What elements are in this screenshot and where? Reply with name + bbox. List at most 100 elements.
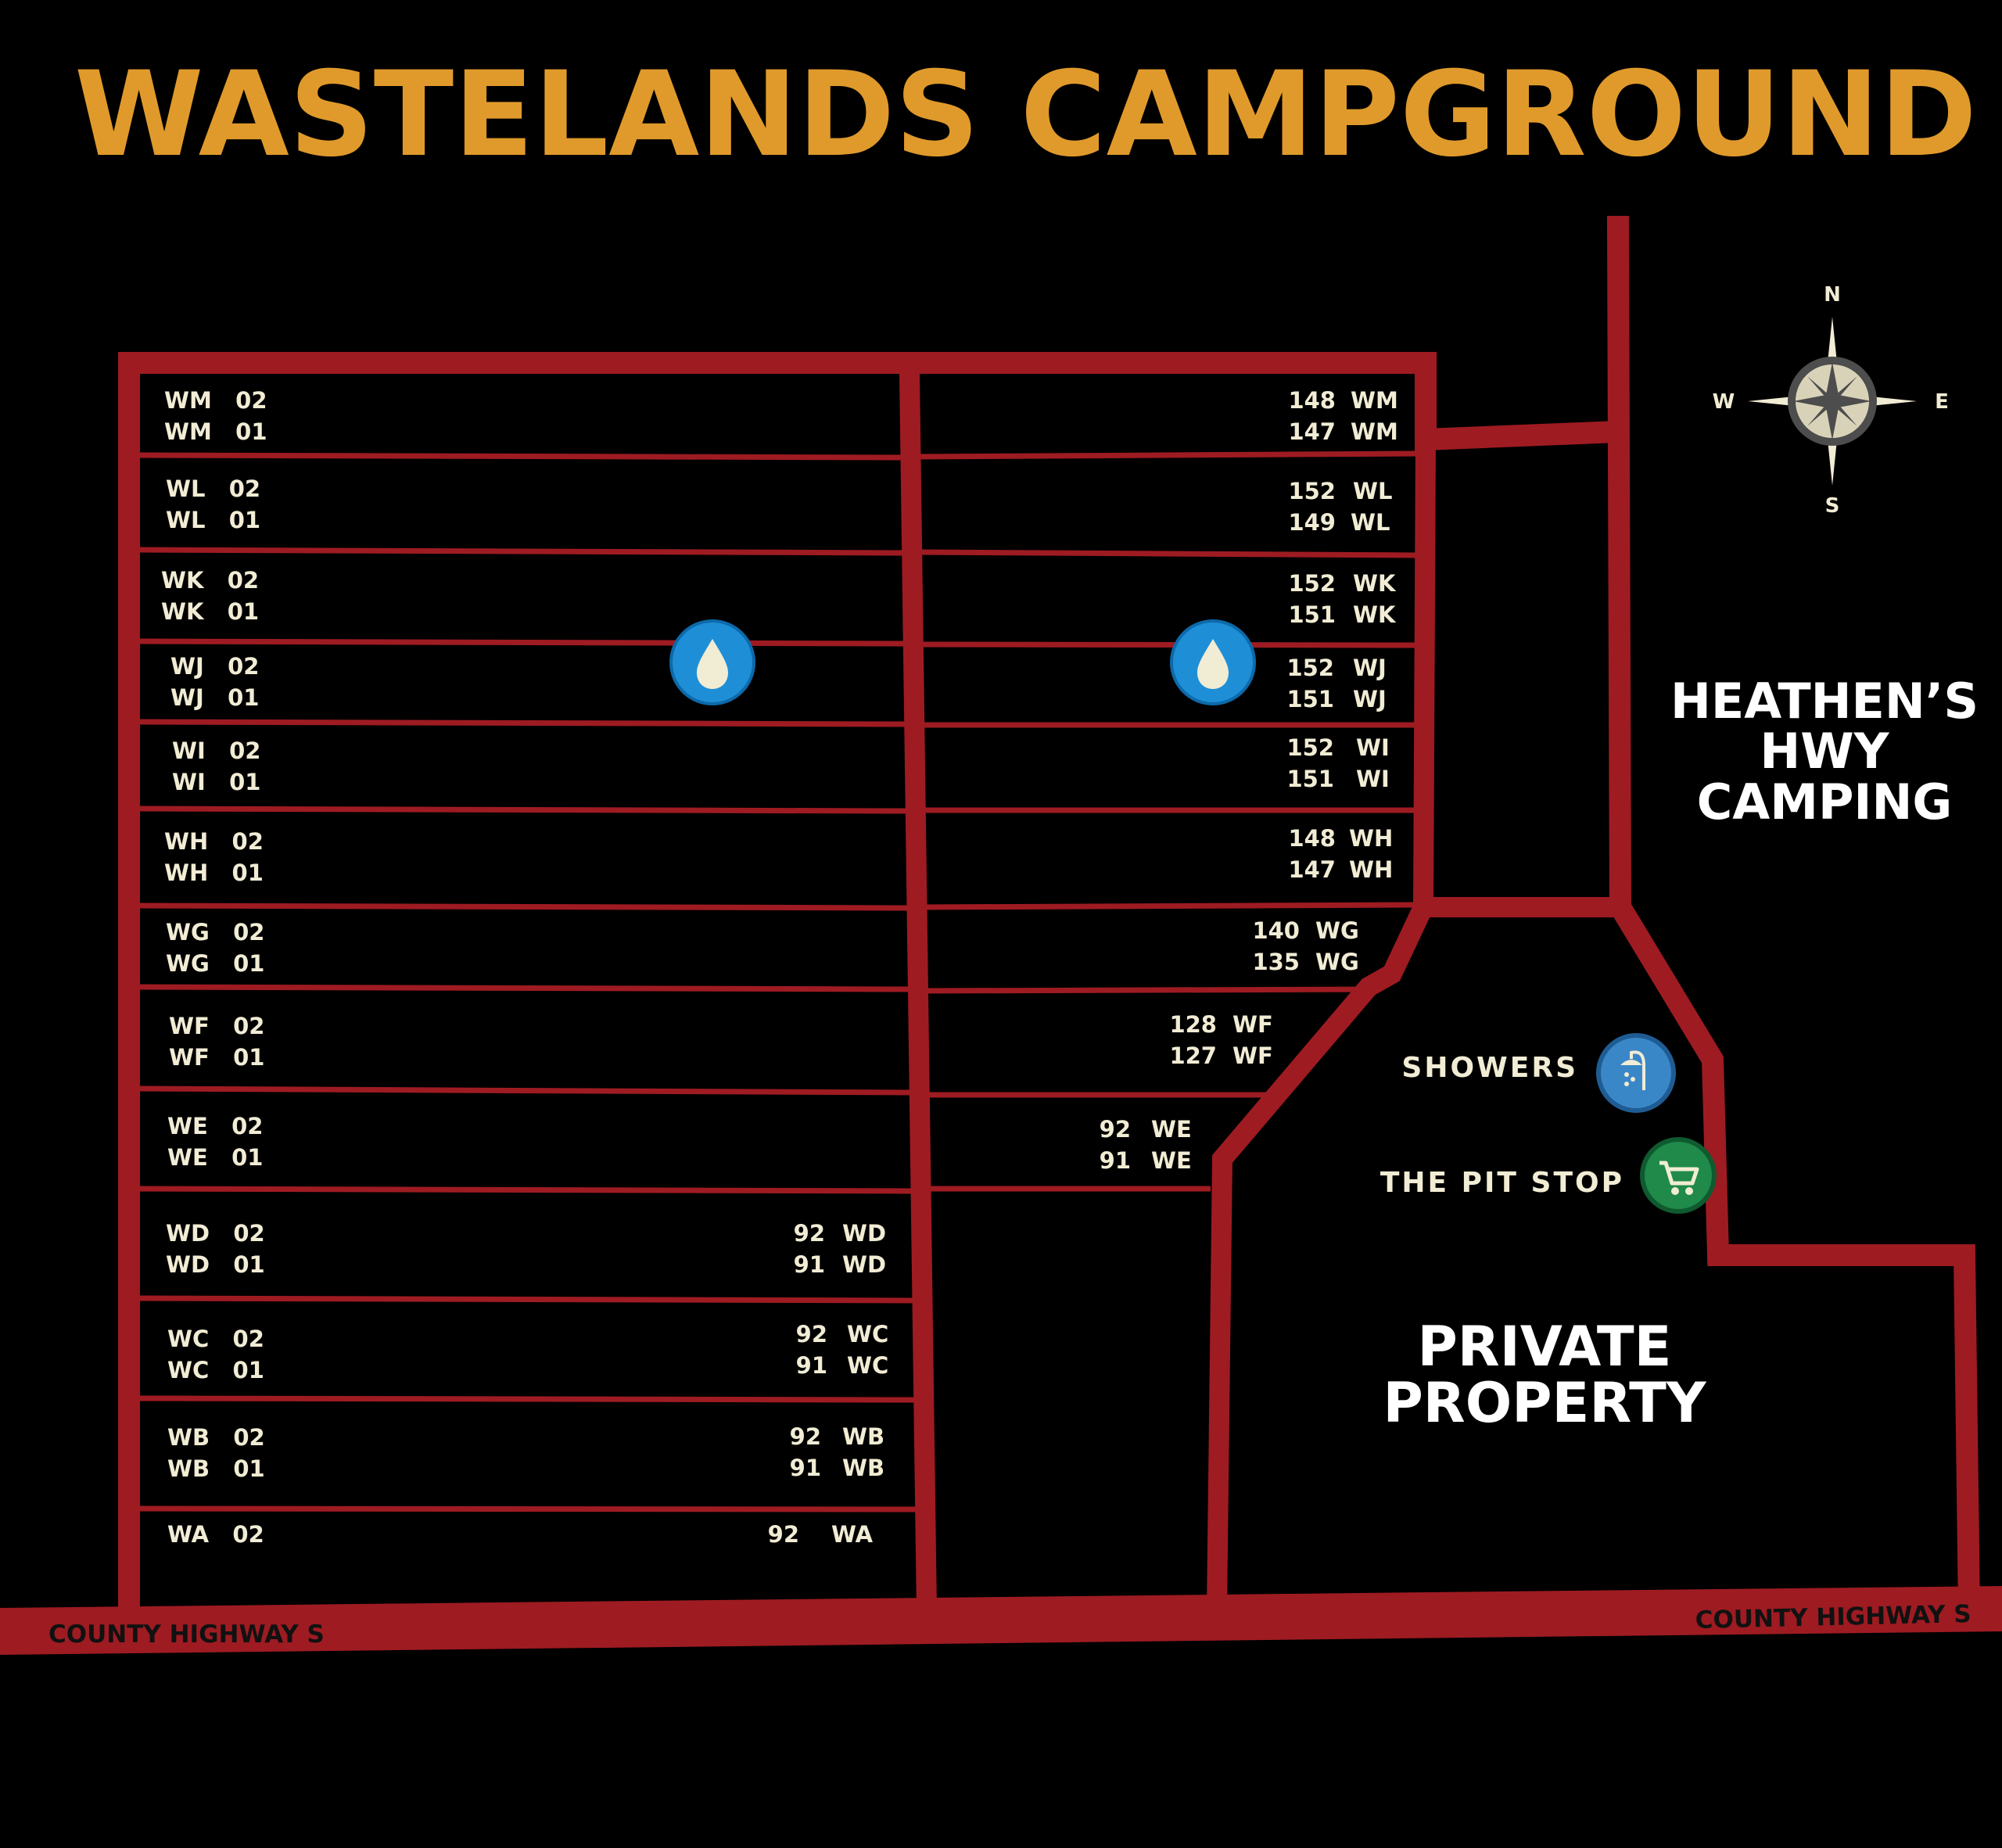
- site-code: WK: [1353, 601, 1397, 628]
- site-number: 92: [794, 1220, 825, 1247]
- road-network: [0, 215, 2002, 1655]
- site-label: WE 01: [167, 1144, 263, 1171]
- site-code: WG: [1315, 917, 1359, 944]
- private-property-label: PRIVATE PROPERTY: [1383, 1315, 1706, 1435]
- site-code: WF: [1232, 1042, 1273, 1069]
- site-code: WA: [831, 1521, 874, 1548]
- road-middle: [899, 363, 938, 1622]
- water-drop-icon[interactable]: [1170, 619, 1256, 705]
- site-number: 152: [1286, 655, 1334, 681]
- site-code: WF: [1232, 1011, 1273, 1038]
- site-label: WB 02: [167, 1424, 265, 1451]
- site-number: 92: [768, 1521, 799, 1548]
- site-code: WI: [1356, 766, 1390, 792]
- site-label: WG 01: [166, 950, 264, 977]
- site-label: WJ 01: [170, 684, 259, 711]
- site-code: WB: [842, 1423, 884, 1450]
- divider-line: [136, 984, 911, 992]
- lot-dividers-west: [136, 452, 917, 1512]
- county-highway: [0, 1586, 2002, 1655]
- shower-icon[interactable]: [1596, 1033, 1676, 1113]
- site-label: WL 01: [166, 507, 260, 533]
- site-code: WC: [847, 1352, 888, 1379]
- site-number: 128: [1169, 1011, 1217, 1038]
- site-number: 147: [1288, 418, 1336, 445]
- site-label: WK 02: [161, 567, 259, 594]
- divider-line: [916, 549, 1416, 558]
- site-number: 91: [790, 1455, 821, 1481]
- compass-s: S: [1825, 494, 1840, 518]
- divider-line: [136, 452, 904, 461]
- site-label: WI 01: [172, 769, 260, 795]
- site-code: WK: [1353, 570, 1397, 597]
- compass-w: W: [1713, 390, 1735, 414]
- highway-label-right: COUNTY HIGHWAY S: [1695, 1600, 1972, 1634]
- site-label: WH 01: [164, 859, 264, 886]
- divider-line: [136, 1085, 913, 1096]
- site-number: 91: [796, 1352, 827, 1379]
- site-code: WI: [1356, 734, 1390, 761]
- site-label: WA 02: [167, 1521, 264, 1548]
- site-number: 92: [1100, 1116, 1131, 1143]
- site-label: WH 02: [164, 828, 264, 855]
- site-label: WC 02: [167, 1326, 264, 1352]
- site-label: WI 02: [172, 737, 260, 764]
- road-inner-east: [1206, 429, 1437, 1622]
- site-number: 151: [1286, 686, 1334, 712]
- water-drop-icon[interactable]: [669, 619, 755, 705]
- compass-n: N: [1824, 283, 1841, 307]
- east-site-labels: 148 WM 147 WM 152 WL 149 WL 152 WK 151 W…: [1100, 387, 1398, 1174]
- site-code: WL: [1353, 478, 1392, 504]
- divider-line: [916, 450, 1416, 460]
- site-code: WM: [1351, 387, 1398, 414]
- site-number: 135: [1252, 949, 1300, 975]
- site-number: 91: [1100, 1147, 1131, 1174]
- site-number: 152: [1288, 478, 1336, 504]
- area-label-line: CAMPING: [1697, 773, 1952, 831]
- site-number: 127: [1169, 1042, 1217, 1069]
- site-code: WL: [1351, 509, 1390, 536]
- divider-line: [136, 902, 910, 911]
- heathens-area-label: HEATHEN’S HWY CAMPING: [1670, 673, 1979, 831]
- site-label: WM 02: [164, 387, 267, 414]
- divider-line: [917, 641, 1416, 648]
- divider-line: [136, 719, 907, 727]
- site-code: WD: [842, 1251, 886, 1278]
- road-east: [1606, 215, 1981, 1623]
- site-number: 91: [794, 1251, 825, 1278]
- site-number: 151: [1286, 766, 1334, 792]
- site-label: WB 01: [167, 1455, 265, 1482]
- site-label: WF 01: [169, 1044, 264, 1071]
- divider-line: [136, 638, 906, 647]
- divider-line: [136, 547, 905, 556]
- site-code: WH: [1349, 856, 1393, 883]
- site-label: WG 02: [166, 919, 264, 946]
- site-number: 149: [1288, 509, 1336, 536]
- site-number: 140: [1252, 917, 1300, 944]
- site-label: WM 01: [164, 418, 267, 445]
- compass-e: E: [1935, 390, 1949, 414]
- site-number: 147: [1288, 856, 1336, 883]
- cart-icon[interactable]: [1640, 1137, 1717, 1214]
- divider-line: [136, 806, 908, 814]
- site-number: 148: [1288, 387, 1336, 414]
- site-label: WC 01: [167, 1357, 264, 1383]
- west-site-labels: WM 02 WM 01 WL 02 WL 01 WK 02 WK 01 WJ 0…: [161, 387, 267, 1548]
- site-label: WE 02: [167, 1113, 263, 1139]
- site-code: WJ: [1353, 686, 1387, 712]
- map-title: WASTELANDS CAMPGROUND: [74, 47, 1977, 183]
- divider-line: [922, 986, 1377, 994]
- divider-line: [136, 1395, 916, 1403]
- site-label: WJ 02: [170, 653, 259, 680]
- area-label-line: HWY: [1760, 723, 1889, 780]
- site-number: 92: [790, 1423, 821, 1450]
- site-number: 152: [1286, 734, 1334, 761]
- highway-label-left: COUNTY HIGHWAY S: [48, 1620, 325, 1649]
- site-code: WE: [1151, 1116, 1192, 1143]
- site-code: WB: [842, 1455, 884, 1481]
- site-code: WH: [1349, 825, 1393, 852]
- site-code: WD: [842, 1220, 886, 1247]
- site-code: WE: [1151, 1147, 1192, 1174]
- site-code: WC: [847, 1321, 888, 1347]
